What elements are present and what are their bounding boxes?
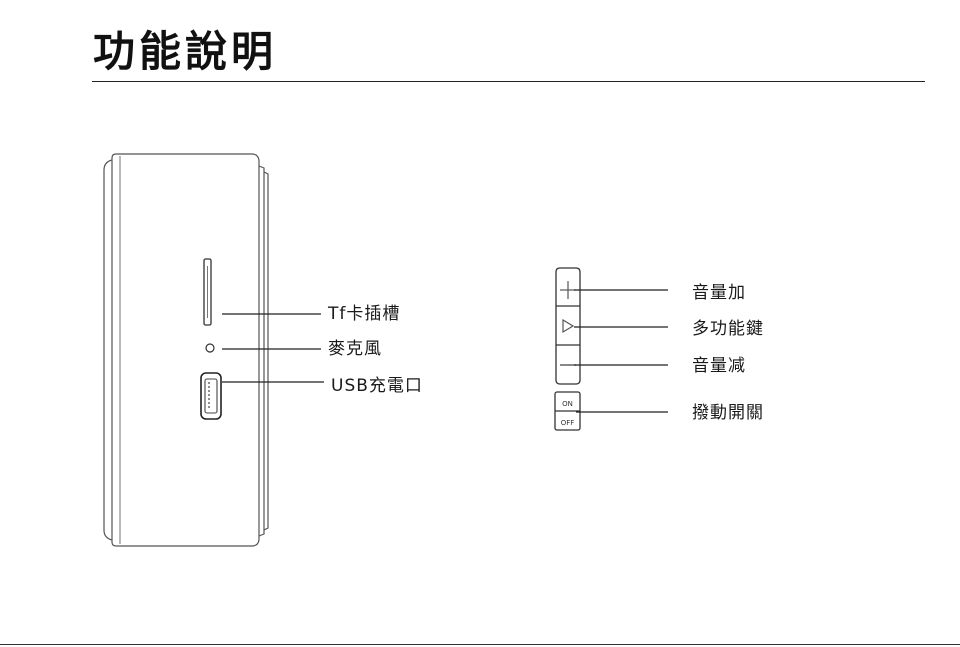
toggle-switch-label: 撥動開關: [692, 403, 764, 423]
page-title: 功能說明: [93, 27, 278, 76]
plus-icon: [560, 281, 576, 299]
switch-off-label: OFF: [561, 419, 575, 427]
microphone-label: 麥克風: [328, 339, 382, 359]
play-icon: [562, 318, 575, 334]
switch-on-label: ON: [562, 400, 573, 408]
volume-up-label: 音量加: [692, 283, 746, 303]
multifunction-key-label: 多功能鍵: [692, 319, 764, 339]
tf-card-slot-label: Tf卡插槽: [328, 304, 401, 324]
usb-charging-port-label: USB充電口: [331, 376, 423, 396]
volume-down-label: 音量减: [692, 356, 746, 376]
usb-port: [200, 372, 222, 420]
bottom-divider: [0, 644, 960, 645]
speaker-side-outline: [103, 153, 269, 547]
title-divider: [92, 81, 925, 82]
microphone-hole: [205, 343, 215, 353]
